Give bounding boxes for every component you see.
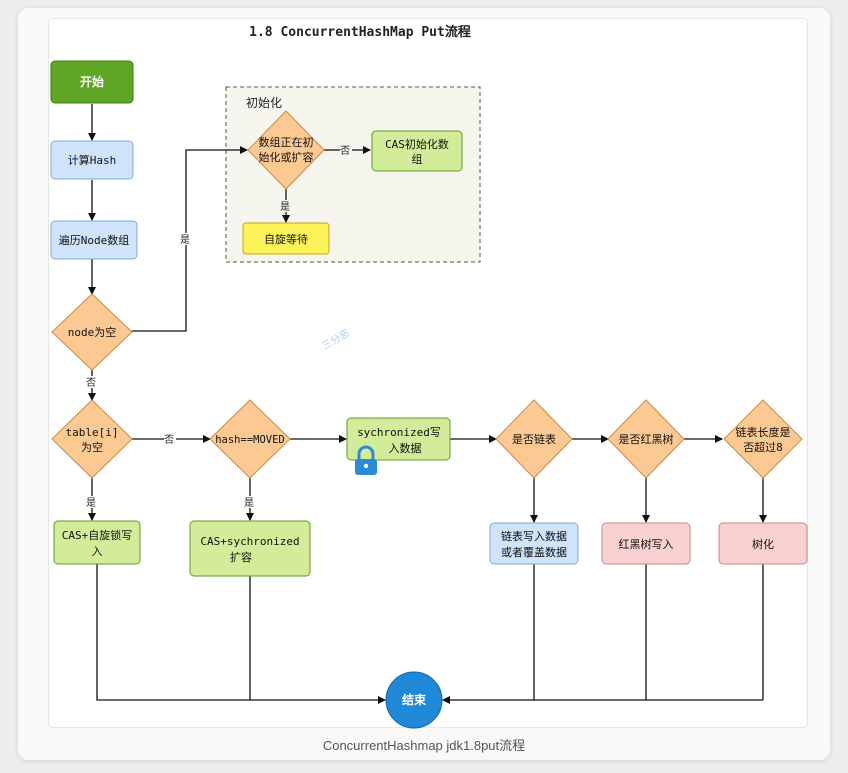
decision-table-empty-line2: 为空 xyxy=(81,440,103,454)
label-table-yes: 是 xyxy=(86,497,96,509)
node-calc-hash xyxy=(50,140,134,180)
decision-resizing-line2: 始化或扩容 xyxy=(259,150,314,164)
label-resizing-yes: 是 xyxy=(280,201,290,213)
node-cas-init-line2: 组 xyxy=(412,152,423,166)
label-nodeempty-yes: 是 xyxy=(180,234,190,246)
label-nodeempty-no: 否 xyxy=(86,377,96,389)
decision-is-rbtree xyxy=(607,399,685,479)
decision-resizing xyxy=(247,110,325,190)
node-traverse xyxy=(50,220,138,260)
figure-caption: ConcurrentHashmap jdk1.8put流程 xyxy=(322,738,526,753)
node-start xyxy=(50,60,134,104)
node-spin-wait xyxy=(242,222,330,255)
node-start-label: 开始 xyxy=(80,74,104,89)
edge-casspin-end xyxy=(96,564,386,704)
node-end-label: 结束 xyxy=(402,692,427,707)
node-traverse-label: 遍历Node数组 xyxy=(59,233,130,247)
label-resizing-no: 否 xyxy=(340,145,350,157)
init-group-label: 初始化 xyxy=(246,96,282,110)
node-cas-init xyxy=(371,130,463,172)
decision-is-rbtree-label: 是否红黑树 xyxy=(619,432,674,446)
node-spin-wait-label: 自旋等待 xyxy=(264,232,308,246)
decision-table-empty xyxy=(51,399,133,479)
node-cas-sync xyxy=(189,520,311,577)
node-list-write xyxy=(489,522,579,565)
node-list-write-line1: 链表写入数据 xyxy=(501,529,567,543)
node-sync-write-line1: sychronized写 xyxy=(357,426,441,439)
decision-is-list xyxy=(495,399,573,479)
node-sync-write-line2: 入数据 xyxy=(389,441,422,455)
decision-list-length-line2: 否超过8 xyxy=(743,440,783,454)
node-rbtree-write xyxy=(601,522,691,565)
decision-hash-moved-label: hash==MOVED xyxy=(215,434,285,446)
node-cas-spin xyxy=(53,520,141,565)
edge-listwrite-end xyxy=(442,564,535,704)
decision-is-list-label: 是否链表 xyxy=(512,432,556,446)
node-end xyxy=(385,671,443,729)
lock-icon xyxy=(355,445,377,475)
node-calc-hash-label: 计算Hash xyxy=(68,153,117,167)
node-cas-spin-line2: 入 xyxy=(92,545,103,558)
label-table-no: 否 xyxy=(164,434,174,446)
label-moved-yes: 是 xyxy=(244,497,254,509)
node-treeify-label: 树化 xyxy=(752,537,774,551)
node-cas-init-line1: CAS初始化数 xyxy=(385,137,449,151)
decision-list-length xyxy=(723,399,803,479)
node-list-write-line2: 或者覆盖数据 xyxy=(501,545,567,559)
diagram-title: 1.8 ConcurrentHashMap Put流程 xyxy=(249,24,471,40)
node-cas-sync-line1: CAS+sychronized xyxy=(200,535,299,548)
decision-resizing-line1: 数组正在初 xyxy=(259,135,314,149)
node-cas-sync-line2: 扩容 xyxy=(230,550,252,564)
node-cas-spin-line1: CAS+自旋锁写 xyxy=(62,528,133,542)
node-rbtree-write-label: 红黑树写入 xyxy=(619,537,674,551)
node-treeify xyxy=(718,522,808,565)
decision-list-length-line1: 链表长度是 xyxy=(736,425,791,439)
decision-hash-moved xyxy=(209,399,291,479)
decision-table-empty-line1: table[i] xyxy=(66,426,119,439)
decision-node-empty-label: node为空 xyxy=(68,325,117,339)
decision-node-empty xyxy=(51,293,133,371)
